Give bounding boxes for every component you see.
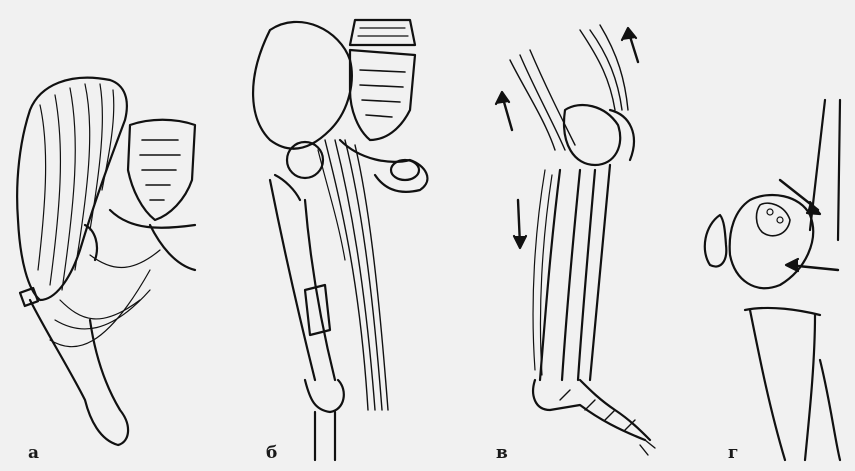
panel-label: г — [728, 445, 738, 462]
illustration-lower-leg — [490, 0, 680, 471]
panel-label: а — [28, 445, 39, 462]
panel-label: б — [266, 445, 277, 462]
panel-b-pelvis-femur: б — [210, 0, 450, 471]
panel-d-knee-joint: г — [690, 0, 855, 471]
illustration-hip-gluteal — [0, 0, 200, 471]
panel-a-hip-muscles: а — [0, 0, 200, 471]
panel-label: в — [496, 445, 508, 462]
illustration-pelvis-femur — [210, 0, 450, 471]
panel-c-lower-leg: в — [490, 0, 680, 471]
illustration-knee-joint — [690, 0, 855, 471]
